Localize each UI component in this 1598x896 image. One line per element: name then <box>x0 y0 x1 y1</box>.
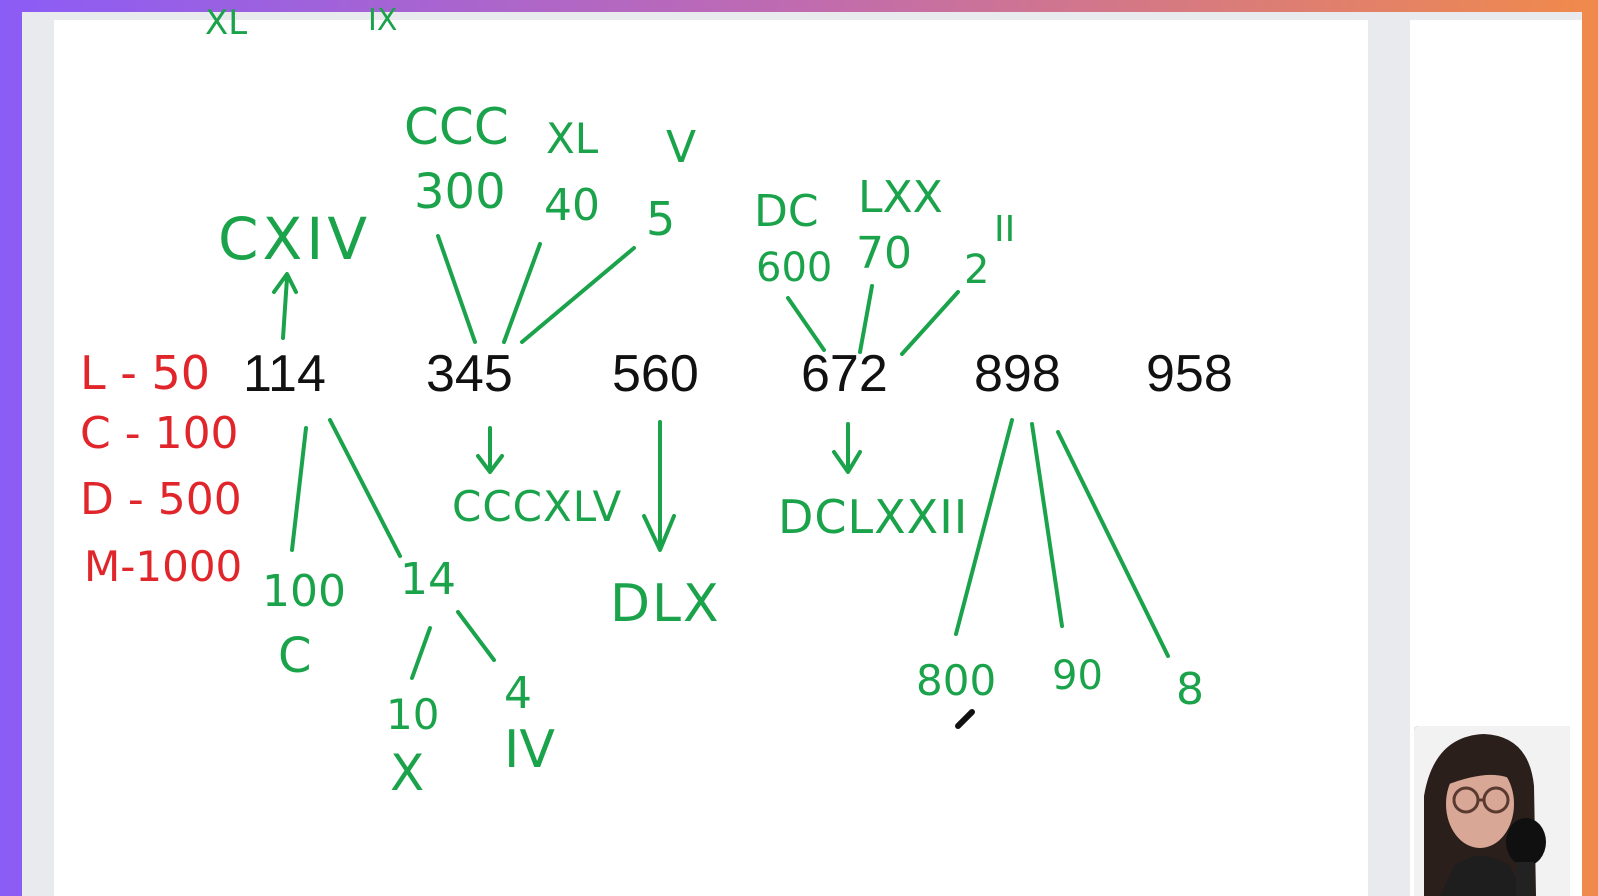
part-14: 14 <box>400 554 456 605</box>
value-2: 2 <box>964 247 990 293</box>
roman-40: XL <box>546 114 599 163</box>
part-10: 10 <box>386 690 440 739</box>
number-898: 898 <box>974 345 1061 403</box>
legend-l: L - 50 <box>80 346 211 400</box>
part-4-roman: IV <box>504 720 555 780</box>
value-70: 70 <box>856 228 912 279</box>
roman-114: CXIV <box>218 205 372 273</box>
whiteboard <box>54 20 1368 896</box>
webcam-overlay <box>1414 726 1570 896</box>
roman-300: CCC <box>404 98 509 156</box>
number-345: 345 <box>426 345 513 403</box>
part-100-roman: C <box>278 628 312 684</box>
roman-70: LXX <box>858 172 943 223</box>
part-90: 90 <box>1052 653 1103 699</box>
value-40: 40 <box>544 180 600 231</box>
roman-672: DCLXXII <box>778 490 969 544</box>
part-4: 4 <box>504 668 532 719</box>
number-114: 114 <box>243 345 326 403</box>
roman-5: V <box>666 122 697 173</box>
value-5: 5 <box>646 192 676 246</box>
roman-2: II <box>994 209 1016 250</box>
part-800: 800 <box>916 656 997 705</box>
part-10-roman: X <box>390 744 425 802</box>
number-560: 560 <box>612 345 699 403</box>
top-cut-ix: IX <box>368 3 398 38</box>
top-cut-xl: XL <box>205 3 248 43</box>
part-100: 100 <box>262 566 346 617</box>
roman-560: DLX <box>610 574 721 634</box>
number-958: 958 <box>1146 345 1233 403</box>
legend-d: D - 500 <box>80 474 242 525</box>
value-600: 600 <box>756 245 833 291</box>
number-672: 672 <box>801 345 888 403</box>
value-300: 300 <box>414 164 506 220</box>
roman-600: DC <box>754 186 819 237</box>
presenter-image <box>1414 726 1570 896</box>
legend-c: C - 100 <box>80 408 239 459</box>
part-8: 8 <box>1176 664 1204 715</box>
legend-m: M-1000 <box>84 542 243 591</box>
roman-345: CCCXLV <box>452 482 623 531</box>
